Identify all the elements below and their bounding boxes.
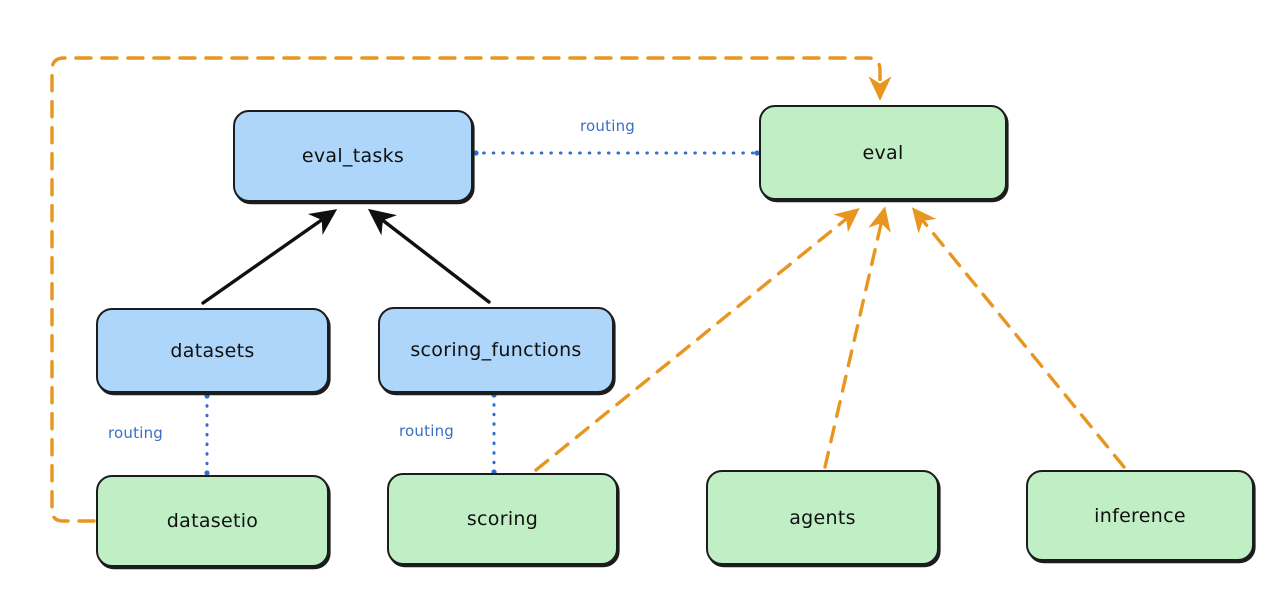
node-inference-label: inference [1094, 504, 1186, 527]
node-agents-label: agents [789, 506, 856, 529]
node-scoring-label: scoring [466, 508, 539, 530]
edge-inference-to-eval [911, 207, 1126, 469]
node-scoring-functions-label: scoring_functions [410, 339, 582, 361]
edge-label-routing-scoring: routing [399, 422, 454, 440]
edge-label-routing-eval-tasks: routing [580, 117, 635, 135]
node-eval[interactable]: eval [759, 105, 1007, 200]
node-datasetio[interactable]: datasetio [96, 475, 329, 567]
node-inference[interactable]: inference [1026, 470, 1254, 561]
edge-scoring-functions-to-eval-tasks [367, 208, 491, 304]
node-scoring[interactable]: scoring [387, 473, 618, 565]
node-eval-tasks-label: eval_tasks [301, 145, 405, 167]
node-agents[interactable]: agents [706, 470, 939, 565]
node-eval-label: eval [862, 141, 904, 164]
node-datasetio-label: datasetio [166, 510, 259, 532]
edge-datasets-to-eval-tasks [201, 209, 338, 305]
edge-scoring-to-eval [534, 207, 860, 472]
edge-agents-to-eval [823, 206, 891, 469]
node-datasets[interactable]: datasets [96, 308, 329, 393]
edge-label-routing-datasets: routing [108, 424, 163, 442]
node-eval-tasks[interactable]: eval_tasks [233, 110, 473, 202]
edge-datasetio-to-eval [50, 56, 892, 523]
node-scoring-functions[interactable]: scoring_functions [378, 307, 614, 393]
node-datasets-label: datasets [170, 339, 255, 362]
